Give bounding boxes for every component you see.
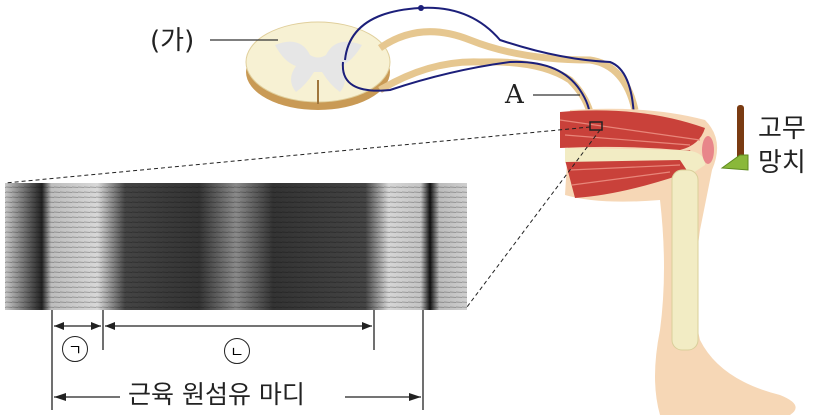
- label-giyeok: ㄱ: [62, 336, 88, 362]
- leg-illustration: [559, 108, 796, 415]
- rubber-hammer-icon: [720, 105, 749, 171]
- label-sarcomere: 근육 원섬유 마디: [128, 380, 305, 409]
- myofibril-micrograph: [5, 183, 467, 310]
- label-hammer-line2: 망치: [758, 148, 806, 178]
- spinal-cord-cross-section: [245, 21, 391, 110]
- sensory-neuron: [344, 6, 635, 119]
- label-a: A: [505, 80, 524, 110]
- motor-neuron: [341, 60, 591, 119]
- label-nieun: ㄴ: [224, 338, 250, 364]
- label-hammer-line1: 고무: [758, 114, 806, 144]
- dimension-lines: [51, 310, 424, 410]
- sample-square: [589, 121, 603, 131]
- label-ga: (가): [150, 26, 195, 56]
